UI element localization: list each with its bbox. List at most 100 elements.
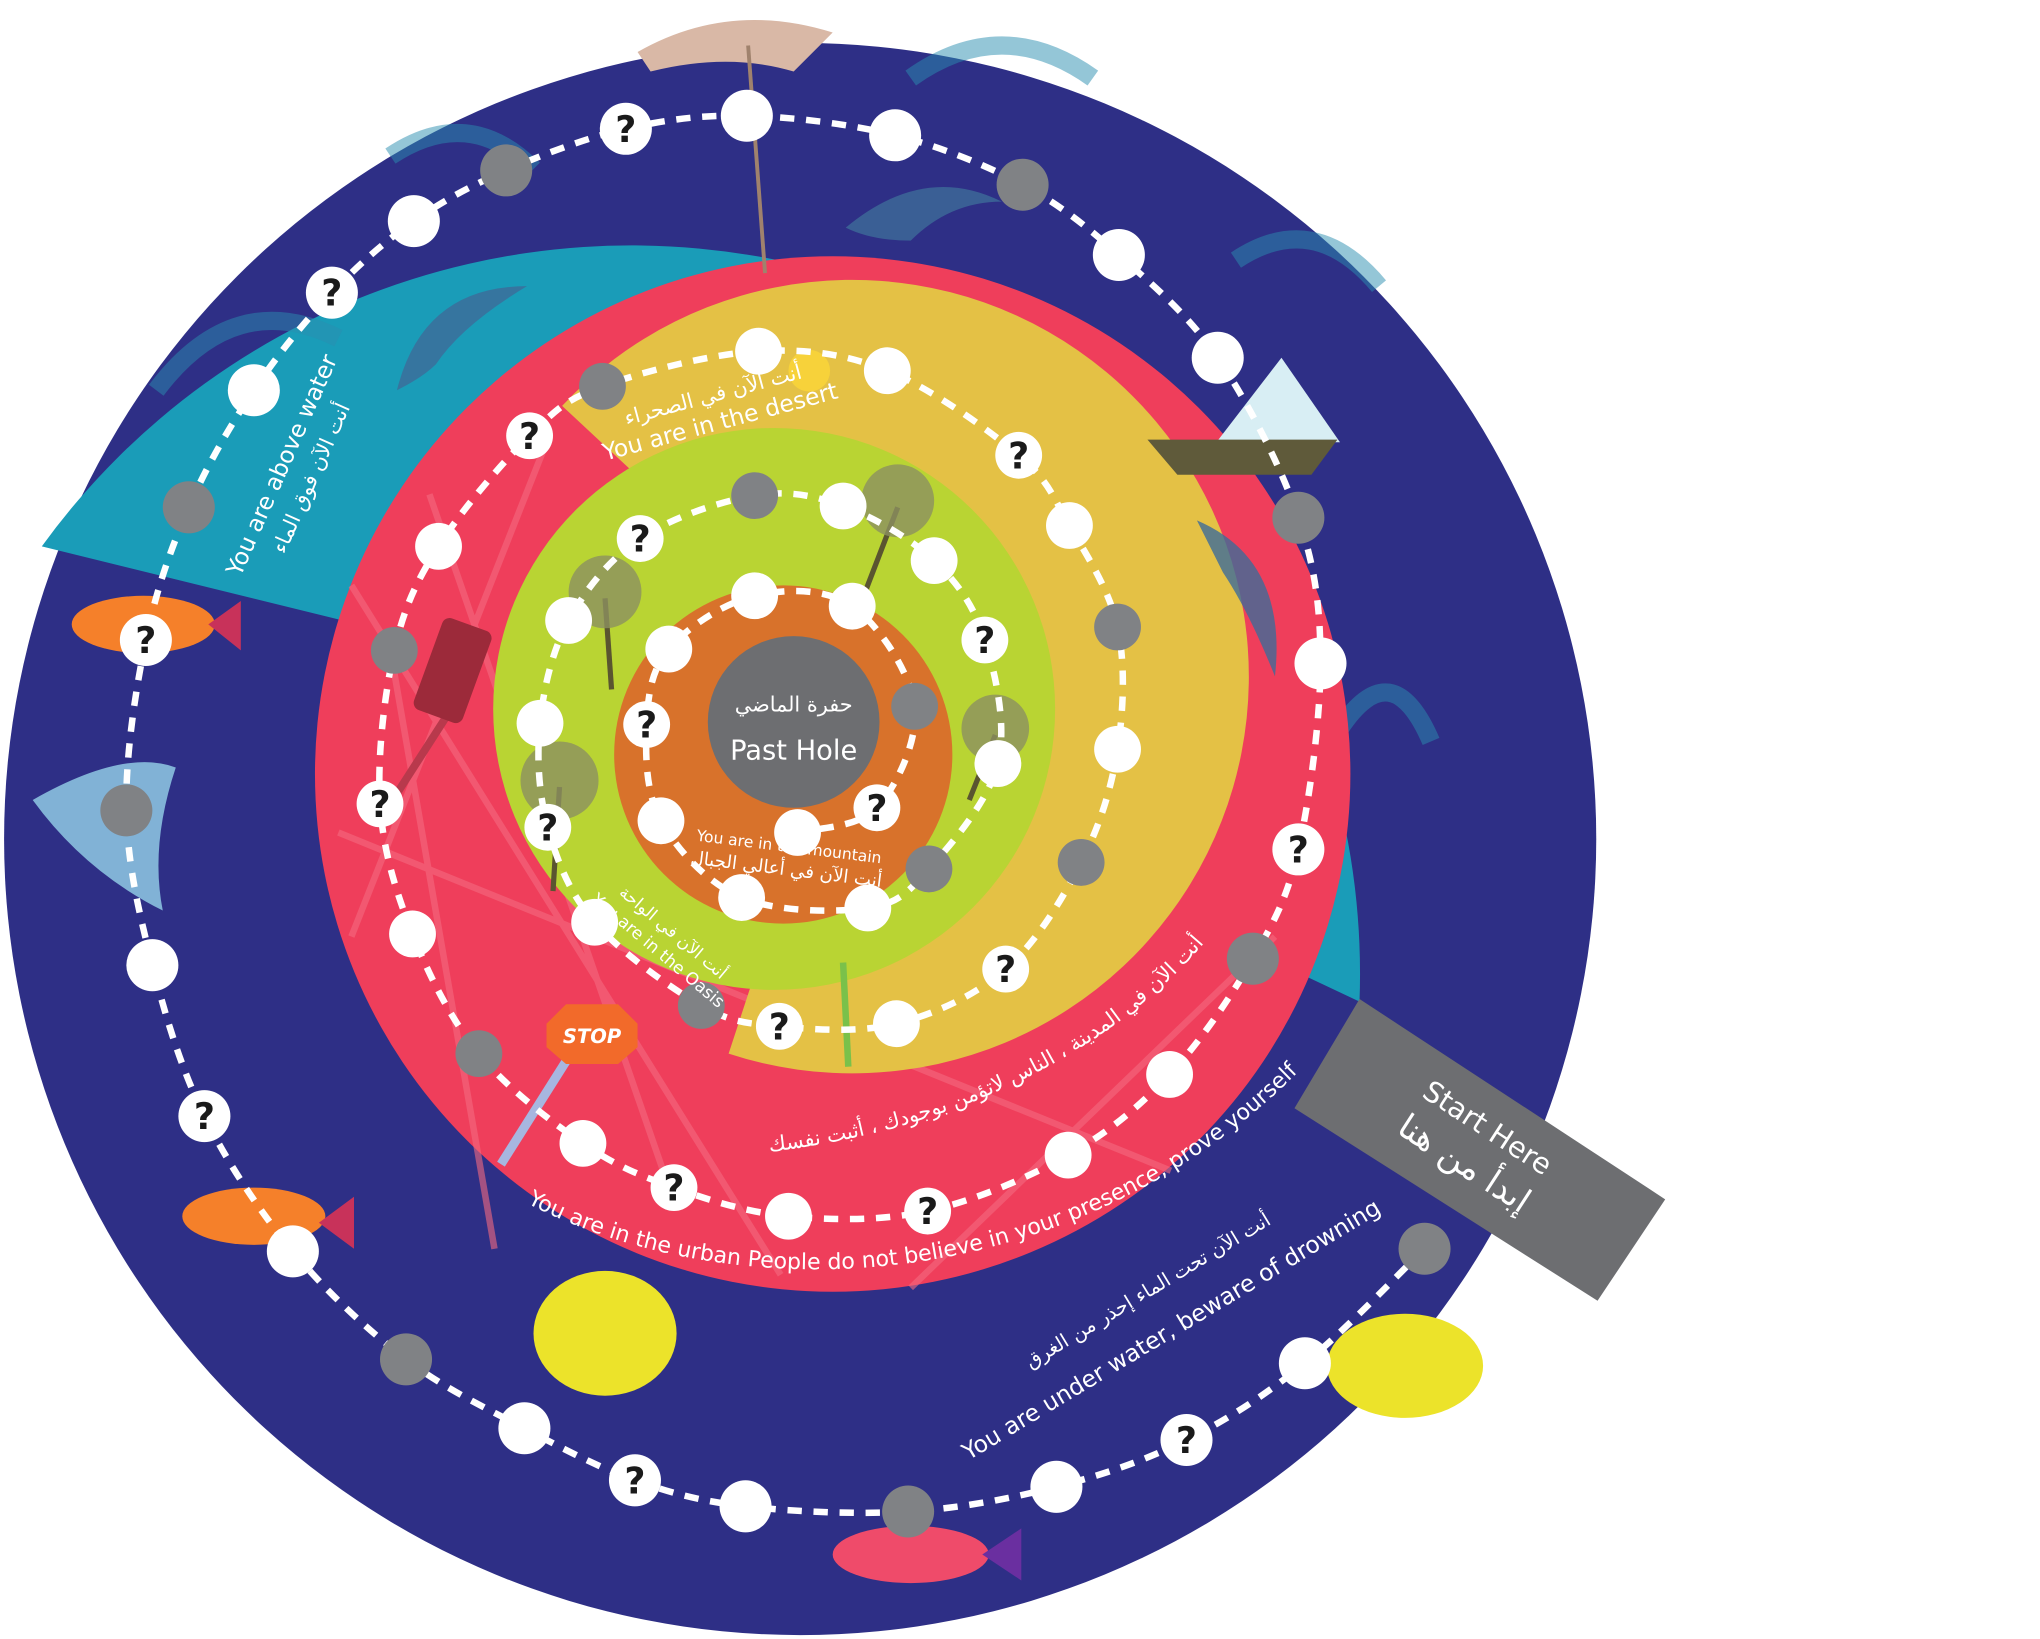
question-space[interactable] (119, 613, 172, 667)
question-space[interactable] (599, 102, 652, 155)
white-space[interactable] (873, 1000, 920, 1048)
question-mark-icon: ? (615, 108, 636, 151)
white-space[interactable] (498, 1402, 551, 1455)
past-hole-label: Past Hole (730, 736, 857, 767)
start-strip[interactable] (1294, 999, 1666, 1301)
past-hole[interactable] (707, 636, 880, 808)
white-space[interactable] (719, 1480, 772, 1533)
gray-space[interactable] (1226, 932, 1279, 985)
question-space[interactable] (608, 1454, 661, 1507)
white-space[interactable] (415, 522, 462, 570)
umbrella-icon (637, 20, 833, 274)
question-mark-icon: ? (974, 619, 995, 662)
gray-space[interactable] (996, 158, 1049, 211)
question-mark-icon: ? (369, 783, 390, 826)
white-space[interactable] (387, 195, 440, 248)
white-space[interactable] (869, 109, 922, 162)
white-space[interactable] (1191, 331, 1244, 384)
question-space[interactable] (961, 616, 1009, 664)
white-space[interactable] (389, 910, 436, 958)
question-mark-icon: ? (1008, 434, 1029, 477)
white-space[interactable] (735, 327, 782, 375)
white-space[interactable] (545, 597, 593, 644)
question-mark-icon: ? (636, 704, 657, 747)
white-space[interactable] (765, 1192, 812, 1240)
sea-wave-pattern (148, 36, 1440, 746)
question-space[interactable] (995, 431, 1043, 479)
white-space[interactable] (718, 874, 766, 921)
gray-space[interactable] (480, 144, 533, 197)
white-space[interactable] (1044, 1131, 1092, 1179)
white-space[interactable] (720, 89, 773, 142)
question-mark-icon: ? (1288, 828, 1309, 871)
question-mark-icon: ? (630, 518, 651, 561)
stop-sign-icon: STOP (497, 1004, 638, 1167)
white-space[interactable] (559, 1119, 607, 1167)
question-space[interactable] (1272, 823, 1325, 876)
question-space[interactable] (524, 803, 572, 851)
white-space[interactable] (1294, 637, 1347, 690)
question-space[interactable] (305, 266, 358, 319)
gray-space[interactable] (905, 845, 953, 893)
gray-space[interactable] (455, 1030, 503, 1078)
question-space[interactable] (356, 780, 404, 828)
white-space[interactable] (1094, 725, 1141, 773)
question-space[interactable] (616, 515, 664, 562)
gray-space[interactable] (100, 784, 153, 837)
question-mark-icon: ? (1176, 1419, 1197, 1462)
gray-space[interactable] (731, 472, 779, 520)
boat-icon (1147, 357, 1340, 475)
question-mark-icon: ? (866, 787, 887, 830)
past-hole-arabic: حفرة الماضي (735, 693, 853, 717)
gray-space[interactable] (579, 362, 626, 410)
gray-space[interactable] (677, 982, 725, 1029)
gray-space[interactable] (1094, 603, 1141, 651)
question-space[interactable] (650, 1164, 698, 1212)
white-space[interactable] (266, 1225, 319, 1278)
white-space[interactable] (227, 364, 280, 417)
dolphin-icon (1196, 520, 1277, 677)
question-mark-icon: ? (995, 948, 1016, 991)
question-space[interactable] (904, 1187, 952, 1235)
stop-sign-text: STOP (563, 1025, 622, 1048)
question-space[interactable] (623, 701, 671, 748)
question-mark-icon: ? (663, 1167, 684, 1210)
gray-space[interactable] (891, 682, 939, 730)
white-space[interactable] (910, 537, 958, 585)
question-mark-icon: ? (135, 619, 156, 662)
white-space[interactable] (571, 898, 619, 946)
white-space[interactable] (828, 582, 876, 630)
gray-space[interactable] (380, 1333, 433, 1386)
yellow-fish-icon (533, 1270, 677, 1396)
white-space[interactable] (863, 347, 911, 395)
white-space[interactable] (1278, 1337, 1331, 1390)
question-mark-icon: ? (519, 415, 540, 458)
gray-space[interactable] (882, 1485, 935, 1538)
white-space[interactable] (637, 797, 685, 845)
gray-space[interactable] (1398, 1222, 1451, 1275)
question-space[interactable] (506, 412, 554, 460)
white-space[interactable] (126, 939, 179, 992)
question-mark-icon: ? (321, 272, 342, 315)
gray-space[interactable] (162, 481, 215, 534)
question-mark-icon: ? (917, 1190, 938, 1233)
white-space[interactable] (774, 809, 821, 856)
gray-space[interactable] (1272, 491, 1325, 544)
white-space[interactable] (1092, 228, 1145, 281)
white-space[interactable] (1146, 1051, 1194, 1098)
white-space[interactable] (819, 482, 867, 530)
white-space[interactable] (844, 884, 892, 932)
gray-space[interactable] (1057, 839, 1105, 886)
question-space[interactable] (853, 784, 901, 832)
white-space[interactable] (1046, 502, 1093, 549)
white-space[interactable] (645, 625, 693, 673)
white-space[interactable] (1030, 1460, 1083, 1513)
question-space[interactable] (755, 1002, 803, 1050)
white-space[interactable] (731, 572, 779, 620)
question-space[interactable] (1160, 1413, 1213, 1466)
white-space[interactable] (974, 740, 1022, 787)
gray-space[interactable] (370, 626, 418, 674)
white-space[interactable] (516, 699, 564, 747)
question-space[interactable] (982, 945, 1030, 993)
question-space[interactable] (178, 1090, 231, 1143)
